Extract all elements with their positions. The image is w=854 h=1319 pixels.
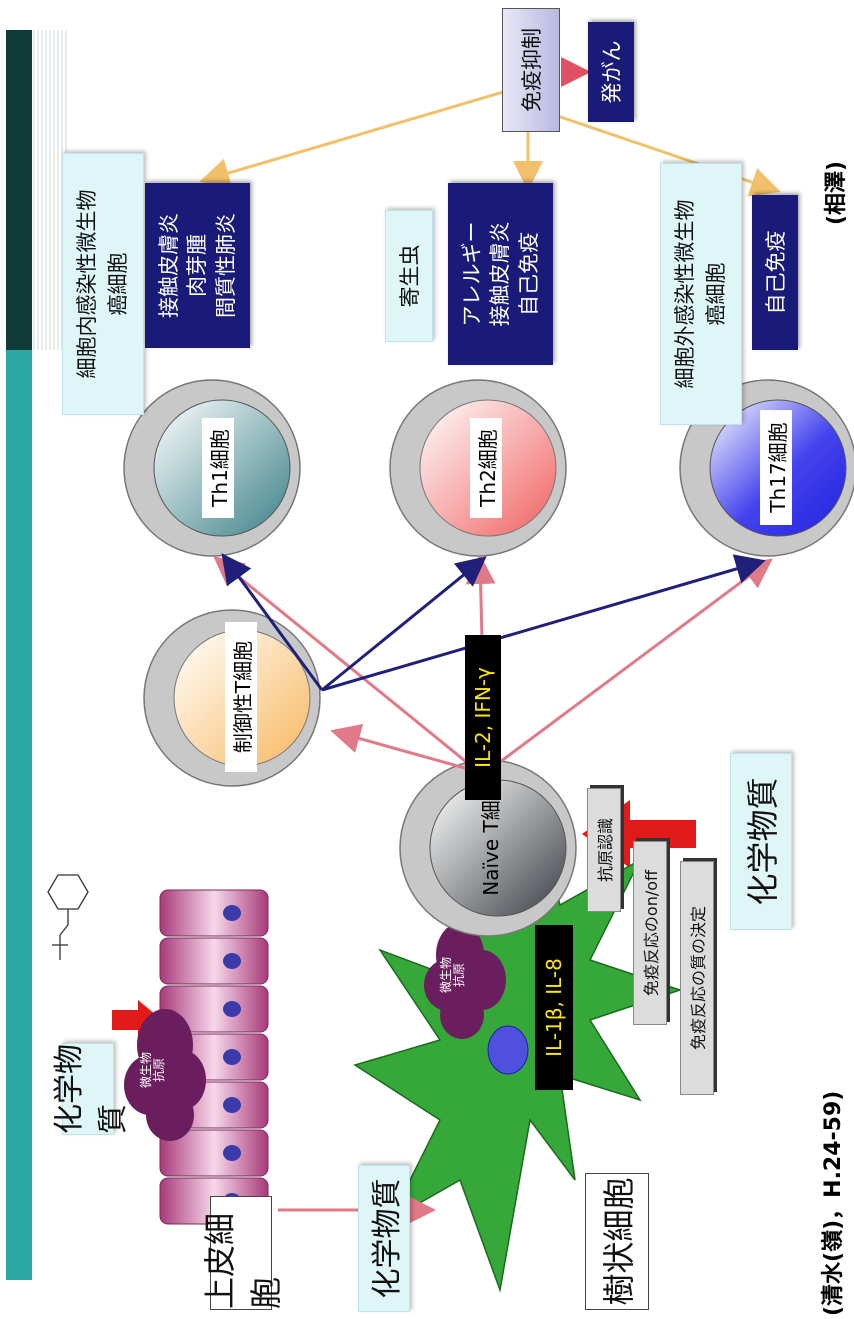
chem-label-left: 化学物質 <box>358 1165 410 1312</box>
microbe-blob-1 <box>124 1009 206 1141</box>
immune-quality-box: 免疫反応の質の決定 <box>680 861 714 1095</box>
chem-label-top: 化学物質 <box>52 1043 131 1135</box>
immune-onoff-box: 免疫反応のon/off <box>633 841 667 1025</box>
arrow-treg-to-th1 <box>221 553 324 691</box>
footer-citation-right: (相澤) <box>824 160 849 225</box>
arrow-suppression-to-th1 <box>199 88 511 188</box>
arrow-treg-to-th17 <box>321 554 766 692</box>
carcinogenesis-box: 発がん <box>588 22 634 122</box>
arrow-naive-to-treg <box>330 724 473 772</box>
parasite-box: 寄生虫 <box>385 210 433 342</box>
th1-target-box: 細胞内感染性微生物 癌細胞 <box>62 153 144 415</box>
sidebar-teal-band <box>6 350 32 1280</box>
chemical-structure-icon <box>47 874 89 960</box>
th2-label: Th2細胞 <box>470 418 502 518</box>
dendritic-nucleus <box>487 1025 529 1075</box>
arrow-treg-to-th2 <box>321 556 487 692</box>
sidebar-dark-band <box>6 30 32 350</box>
microbe-label-1: 微生物 抗原 <box>139 1052 167 1089</box>
microbe-blob-2 <box>424 923 506 1039</box>
th1-label: Th1細胞 <box>202 418 234 518</box>
immunosuppression-box: 免疫抑制 <box>502 8 560 132</box>
autoimmune-box: 自己免疫 <box>752 195 798 350</box>
chem-label-right: 化学物質 <box>730 753 792 930</box>
th2-disease-box: アレルギー 接触皮膚炎 自己免疫 <box>448 183 553 365</box>
treg-label: 制御性T細胞 <box>225 622 257 772</box>
arrow-naive-to-th17 <box>499 558 773 764</box>
il2-label: IL-2, IFN-γ <box>465 635 501 800</box>
antigen-recognition-box: 抗原認識 <box>587 788 621 912</box>
epithelial-label: 上皮細胞 <box>201 1196 285 1310</box>
th1-disease-box: 接触皮膚炎 肉芽腫 間質性肺炎 <box>145 183 250 348</box>
naive-t-cell-circle <box>399 759 577 937</box>
dendritic-label: 樹状細胞 <box>585 1173 649 1310</box>
th17-target-box: 細胞外感染性微生物 癌細胞 <box>660 163 742 425</box>
microbe-label-2: 微生物 抗原 <box>439 957 467 994</box>
footer-citation-left: (清水(嶺)，H.24-59) <box>821 1090 846 1316</box>
th17-label: Th17細胞 <box>760 410 792 525</box>
arrow-naive-to-th1 <box>213 556 471 767</box>
il1-label: IL-1β, IL-8 <box>535 925 573 1090</box>
